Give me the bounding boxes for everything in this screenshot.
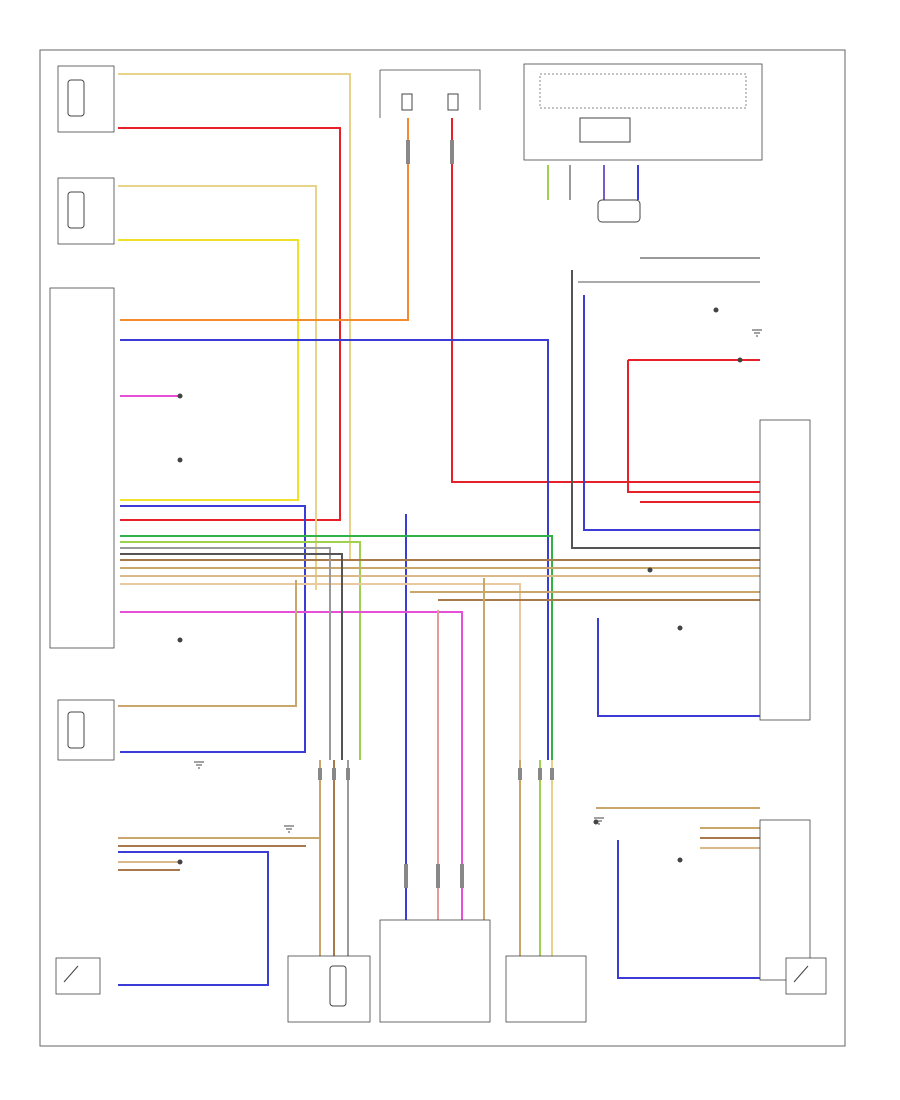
start-switch-box: [379, 919, 491, 1023]
grounds: [194, 329, 762, 833]
right-switch-box: [785, 957, 827, 995]
lumbar-mid-box: [57, 177, 115, 245]
passenger-switch-lever: [63, 965, 79, 983]
splice: [593, 819, 599, 825]
diagram-frame: [39, 49, 846, 1047]
wire-right-blue: [583, 295, 760, 531]
connector-pin: [436, 864, 440, 888]
wire-ll-blue: [118, 851, 269, 986]
controller-main-box: [49, 287, 115, 649]
splice: [713, 307, 719, 313]
wire-lumbar-top-tan: [118, 73, 351, 560]
ground-symbol: [194, 761, 204, 769]
ground-symbol: [594, 817, 604, 825]
connector-pin: [404, 864, 408, 888]
wire-lumbar-top-red: [118, 127, 341, 521]
lumbar-top-box: [57, 65, 115, 133]
splice: [677, 857, 683, 863]
fuse-2: [447, 93, 459, 111]
wire-backrest-tan: [118, 580, 297, 707]
connector-pin: [318, 768, 322, 780]
wire-blue-2: [120, 505, 306, 753]
instrument-cluster-module: [579, 117, 631, 143]
splice: [177, 637, 183, 643]
passenger-switch-box: [55, 957, 101, 995]
occupancy-box: [505, 955, 587, 1023]
wire-lower-right-blue-2: [617, 840, 760, 979]
wire-green: [120, 535, 553, 760]
splice: [177, 457, 183, 463]
wire-tan-3: [120, 583, 521, 760]
wire-right-red-2: [627, 360, 760, 493]
connector-pin: [550, 768, 554, 780]
fuse-block-outline: [379, 69, 481, 118]
splice: [737, 357, 743, 363]
components: [49, 63, 827, 1023]
splice: [177, 393, 183, 399]
connector-pin: [518, 768, 522, 780]
wire-fuse-orange: [120, 118, 409, 321]
splice: [177, 859, 183, 865]
splice: [677, 625, 683, 631]
wire-pink: [120, 611, 463, 985]
recliner-motor: [329, 965, 347, 1007]
backrest-motor-shape: [67, 711, 85, 749]
wire-grey-2: [120, 553, 343, 760]
right-module-box: [759, 819, 811, 981]
wires: [118, 73, 760, 986]
connector-pin: [538, 768, 542, 780]
wire-lumbar-mid-yellow: [118, 239, 299, 501]
connector-pin: [406, 140, 410, 164]
wire-green-2: [120, 541, 361, 760]
wire-lower-right-blue: [597, 618, 760, 717]
splice: [647, 567, 653, 573]
wire-lumbar-mid-tan: [118, 185, 317, 590]
recliner-box: [287, 955, 371, 1023]
control-unit-right-box: [759, 419, 811, 721]
connector-marks: [318, 140, 554, 888]
right-switch-lever: [793, 965, 809, 983]
backrest-motor-box: [57, 699, 115, 761]
ground-symbol: [284, 825, 294, 833]
connector-pin: [450, 140, 454, 164]
connector-pin: [460, 864, 464, 888]
instrument-cluster-box: [523, 63, 763, 161]
splices: [177, 307, 743, 865]
wire-right-grey-2: [571, 270, 760, 549]
cluster-connector: [597, 199, 641, 223]
connector-pin: [346, 768, 350, 780]
lumbar-top-motor: [67, 79, 85, 117]
connector-pin: [332, 768, 336, 780]
ground-symbol: [752, 329, 762, 337]
wire-grey: [120, 547, 331, 760]
wire-blue-main: [120, 339, 549, 760]
fuse-1: [401, 93, 413, 111]
wire-fuse-red: [451, 118, 760, 483]
lumbar-mid-motor: [67, 191, 85, 229]
